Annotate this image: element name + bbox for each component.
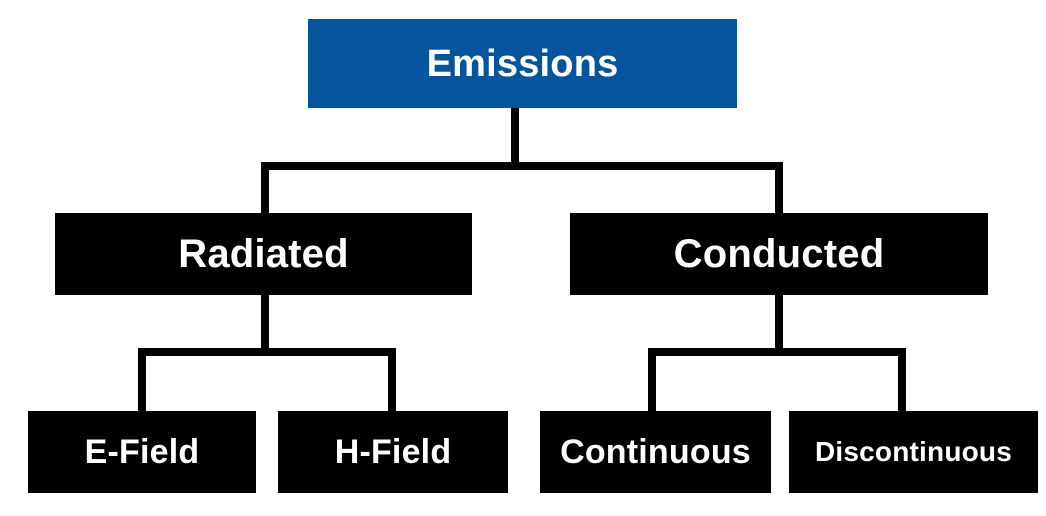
connector-emissions-crossbar xyxy=(261,162,783,170)
node-discontinuous[interactable]: Discontinuous xyxy=(789,411,1038,493)
connector-radiated-stem xyxy=(261,295,269,353)
connector-conducted-stem xyxy=(775,295,783,353)
connector-conducted-to-continuous xyxy=(648,348,656,413)
connector-conducted-to-discontinuous xyxy=(898,348,906,413)
connector-radiated-crossbar xyxy=(138,348,396,356)
connector-radiated-to-hfield xyxy=(388,348,396,413)
node-continuous[interactable]: Continuous xyxy=(540,411,771,493)
connector-emissions-to-conducted xyxy=(775,162,783,215)
node-conducted[interactable]: Conducted xyxy=(570,213,988,295)
connector-conducted-crossbar xyxy=(648,348,906,356)
connector-radiated-to-efield xyxy=(138,348,146,413)
node-emissions[interactable]: Emissions xyxy=(308,19,737,108)
connector-emissions-stem xyxy=(511,108,519,166)
node-radiated[interactable]: Radiated xyxy=(55,213,472,295)
connector-emissions-to-radiated xyxy=(261,162,269,215)
node-h-field[interactable]: H-Field xyxy=(278,411,508,493)
node-e-field[interactable]: E-Field xyxy=(28,411,256,493)
